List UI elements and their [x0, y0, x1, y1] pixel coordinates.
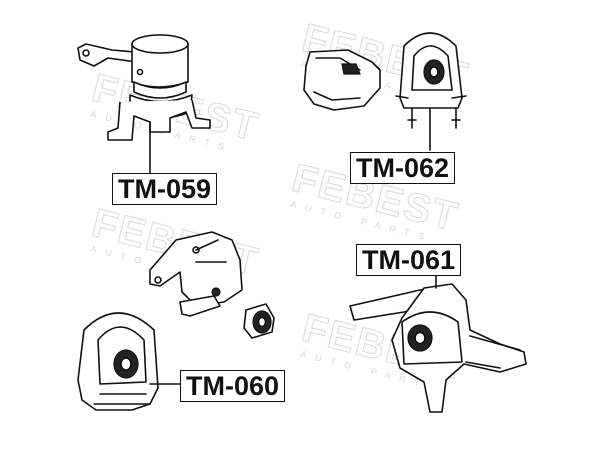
- part-drawing-tm-060: [77, 231, 275, 411]
- part-drawing-tm-061: [349, 275, 527, 413]
- part-label-tm-060: TM-060: [180, 370, 286, 402]
- part-label-tm-062: TM-062: [350, 152, 456, 184]
- part-drawing-tm-059: [77, 34, 211, 176]
- part-drawing-tm-062: [303, 32, 467, 151]
- part-label-tm-061: TM-061: [356, 244, 462, 276]
- part-label-tm-059: TM-059: [112, 173, 218, 205]
